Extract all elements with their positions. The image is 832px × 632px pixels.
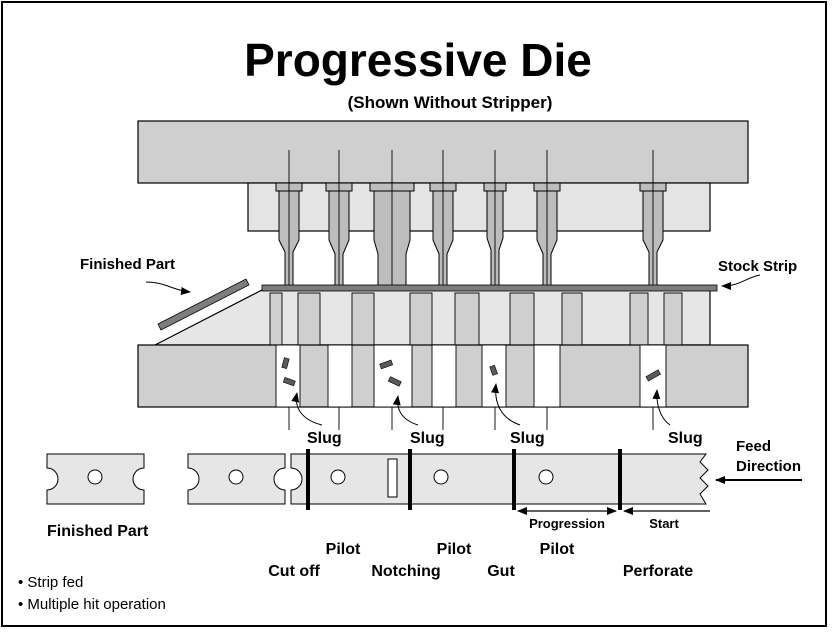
finished-part-bottom-label: Finished Part [47,523,149,540]
strip-body [290,453,709,505]
slug-label-3: Slug [510,430,545,447]
slug-label-1: Slug [307,430,342,447]
slug-label-2: Slug [410,430,445,447]
note-multiple-hit: • Multiple hit operation [18,596,166,613]
gut-label: Gut [487,563,515,580]
perforate-label: Perforate [623,563,693,580]
punch-holder [247,182,711,232]
slug-callouts [291,383,671,426]
note-strip-fed: • Strip fed [18,574,83,591]
stock-strip-arrow [721,274,761,290]
notch-slot [387,458,398,498]
title: Progressive Die [244,34,592,86]
slug-label-4: Slug [668,430,703,447]
slugs [281,357,661,387]
finished-part-ejected [157,278,250,331]
pilot-label-3: Pilot [540,541,575,558]
stock-strip [261,284,718,292]
finished-part-arrow [145,281,191,295]
pilot-label-1: Pilot [326,541,361,558]
pilot-label-2: Pilot [437,541,472,558]
feed-label-2: Direction [736,458,801,475]
finished-part-top-label: Finished Part [80,256,175,273]
subtitle: (Shown Without Stripper) [348,93,553,112]
notching-label: Notching [371,563,440,580]
progression-label: Progression [529,516,605,531]
start-label: Start [649,516,679,531]
feed-label-1: Feed [736,438,771,455]
strip-layout [46,449,710,515]
die-block-upper [154,289,711,346]
cut-off-label: Cut off [268,563,320,580]
stock-strip-label: Stock Strip [718,258,797,275]
